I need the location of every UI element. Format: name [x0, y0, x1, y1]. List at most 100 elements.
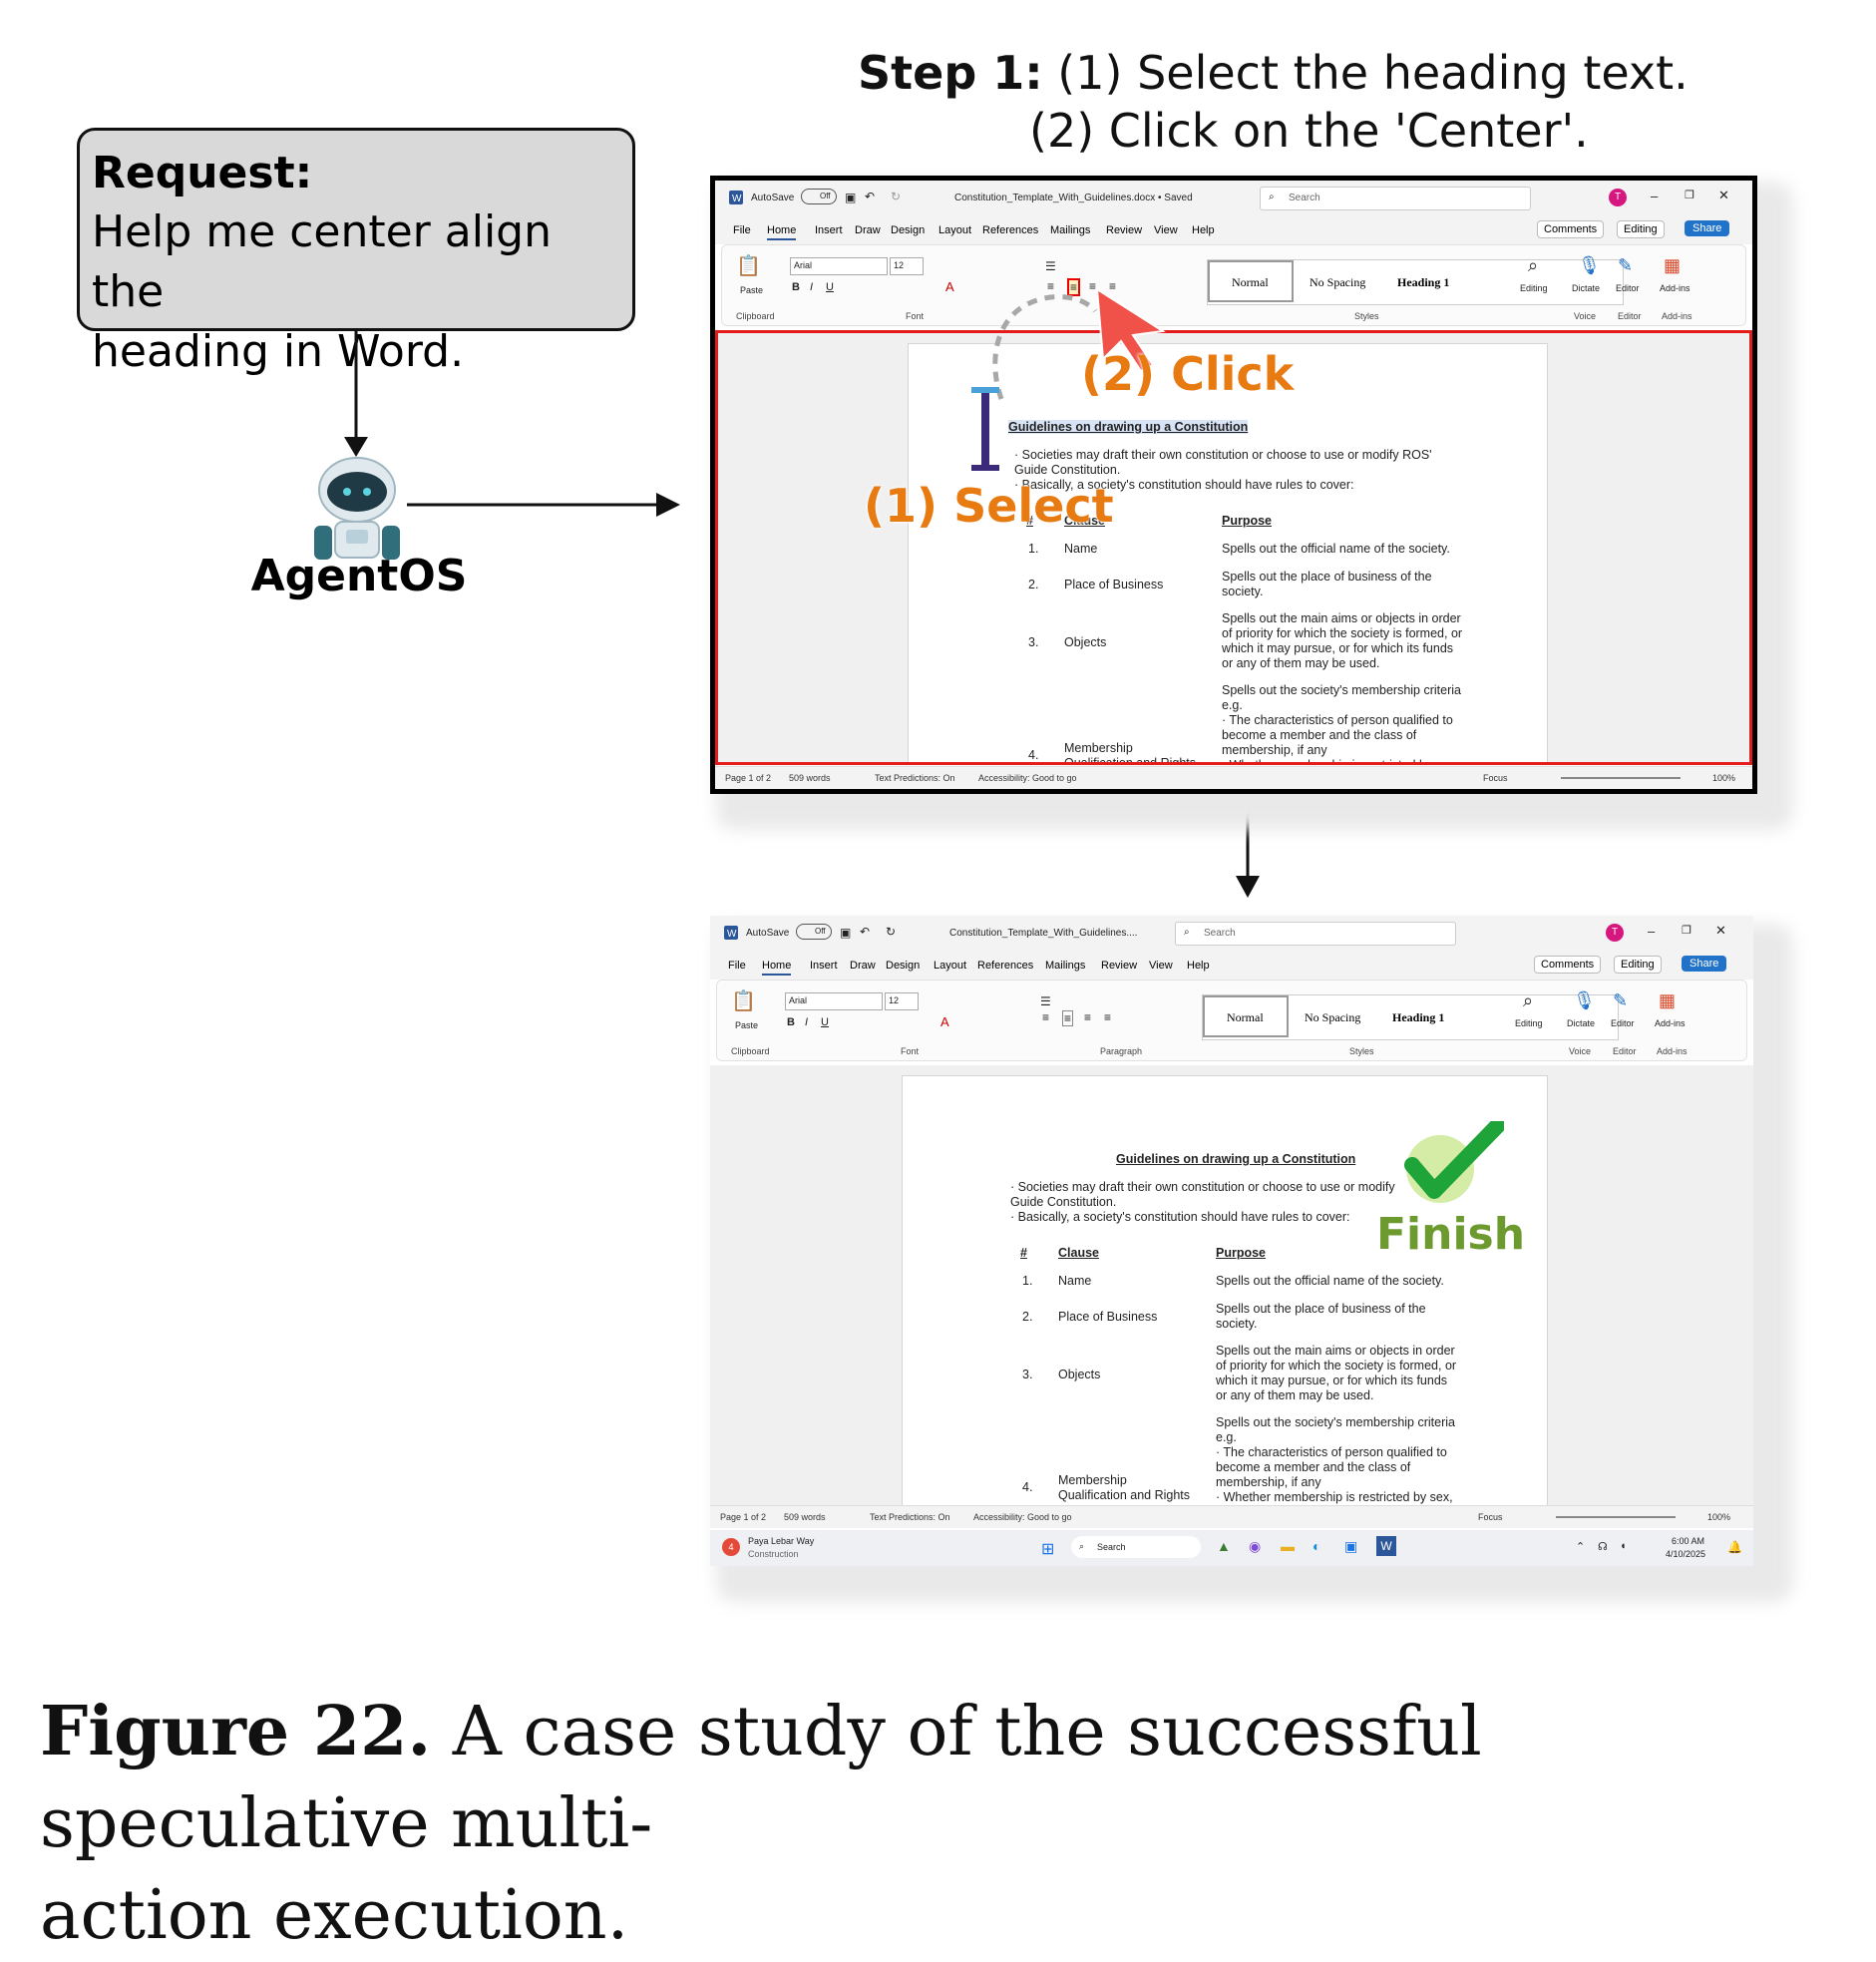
tab-mailings-2[interactable]: Mailings: [1045, 960, 1086, 972]
word-taskbar-icon[interactable]: W: [1376, 1536, 1396, 1556]
tab-references-2[interactable]: References: [977, 960, 1034, 972]
status-zoom[interactable]: 100%: [1712, 773, 1736, 783]
tab-draw[interactable]: Draw: [855, 224, 881, 236]
avatar[interactable]: T: [1609, 189, 1627, 206]
status-focus[interactable]: Focus: [1483, 773, 1508, 783]
share-button[interactable]: Share: [1685, 220, 1730, 236]
taskbar-date[interactable]: 4/10/2025: [1666, 1549, 1706, 1559]
microphone-icon-2[interactable]: 🎙: [1573, 990, 1596, 1010]
style-normal[interactable]: Normal: [1232, 275, 1269, 289]
microphone-icon[interactable]: 🎙: [1578, 255, 1601, 275]
bullets-icon-2[interactable]: ☰: [1040, 994, 1051, 1008]
redo-icon[interactable]: ↻: [891, 190, 902, 203]
font-name-box-2[interactable]: Arial: [785, 992, 883, 1010]
status-words[interactable]: 509 words: [789, 773, 831, 783]
editing-mode-button-2[interactable]: Editing: [1614, 956, 1662, 974]
editing-tool-label-2[interactable]: Editing: [1515, 1018, 1543, 1028]
save-icon-2[interactable]: ▣: [840, 926, 852, 940]
paste-label[interactable]: Paste: [740, 285, 764, 295]
paste-icon-2[interactable]: 📋: [731, 990, 756, 1012]
tab-help[interactable]: Help: [1192, 224, 1215, 236]
zoom-slider-2[interactable]: [1556, 1516, 1676, 1518]
redo-icon-2[interactable]: ↻: [886, 925, 897, 939]
underline-icon-2[interactable]: U: [821, 1016, 829, 1028]
status-accessibility-2[interactable]: Accessibility: Good to go: [973, 1512, 1072, 1522]
tab-references[interactable]: References: [982, 224, 1039, 236]
font-size-box-2[interactable]: 12: [885, 992, 919, 1010]
search-box[interactable]: ⌕ Search: [1260, 187, 1531, 210]
style-heading-1-2[interactable]: Heading 1: [1392, 1010, 1445, 1024]
status-predictions[interactable]: Text Predictions: On: [875, 773, 955, 783]
taskbar-location[interactable]: Paya Lebar Way: [748, 1536, 815, 1546]
underline-icon[interactable]: U: [826, 281, 834, 293]
align-center-icon-2[interactable]: ≡: [1062, 1010, 1074, 1026]
tab-view-2[interactable]: View: [1149, 960, 1173, 972]
comments-button[interactable]: Comments: [1537, 220, 1605, 238]
close-icon-2[interactable]: ✕: [1715, 923, 1726, 938]
avatar-2[interactable]: T: [1606, 924, 1624, 942]
close-icon[interactable]: ✕: [1718, 188, 1729, 202]
tab-insert[interactable]: Insert: [815, 224, 843, 236]
tab-mailings[interactable]: Mailings: [1050, 224, 1091, 236]
tab-layout[interactable]: Layout: [938, 224, 972, 236]
status-focus-2[interactable]: Focus: [1478, 1512, 1503, 1522]
taskbar-search[interactable]: ⌕ Search: [1071, 1536, 1201, 1558]
maximize-icon-2[interactable]: ❐: [1682, 925, 1691, 937]
status-zoom-2[interactable]: 100%: [1707, 1512, 1731, 1522]
share-button-2[interactable]: Share: [1682, 956, 1727, 972]
editor-icon[interactable]: ✎: [1618, 255, 1634, 275]
paste-icon[interactable]: 📋: [736, 255, 761, 277]
italic-icon[interactable]: I: [810, 281, 814, 293]
style-normal-box[interactable]: [1208, 260, 1294, 302]
weather-badge[interactable]: 4: [722, 1538, 740, 1556]
folder-icon[interactable]: ▬: [1281, 1538, 1295, 1554]
taskbar-time[interactable]: 6:00 AM: [1672, 1536, 1705, 1546]
autosave-toggle-2[interactable]: Off: [796, 924, 832, 940]
italic-icon-2[interactable]: I: [805, 1016, 809, 1028]
style-no-spacing[interactable]: No Spacing: [1310, 275, 1366, 289]
editing-tool-label[interactable]: Editing: [1520, 283, 1548, 293]
minimize-icon-2[interactable]: –: [1648, 924, 1656, 939]
store-icon[interactable]: ▣: [1344, 1538, 1358, 1554]
maximize-icon[interactable]: ❐: [1685, 190, 1694, 201]
tab-insert-2[interactable]: Insert: [810, 960, 838, 972]
font-size-box[interactable]: 12: [890, 257, 924, 275]
tab-review[interactable]: Review: [1106, 224, 1143, 236]
style-no-spacing-2[interactable]: No Spacing: [1305, 1010, 1361, 1024]
bullets-icon[interactable]: ☰: [1045, 259, 1056, 273]
font-color-icon[interactable]: A: [945, 279, 954, 294]
copilot-icon[interactable]: ◉: [1249, 1538, 1262, 1554]
tab-view[interactable]: View: [1154, 224, 1178, 236]
style-heading-1[interactable]: Heading 1: [1397, 275, 1450, 289]
tab-home[interactable]: Home: [767, 224, 797, 240]
tab-draw-2[interactable]: Draw: [850, 960, 876, 972]
save-icon[interactable]: ▣: [845, 191, 857, 204]
addins-label[interactable]: Add-ins: [1660, 283, 1690, 293]
tab-file[interactable]: File: [733, 224, 751, 236]
undo-icon-2[interactable]: ↶: [860, 925, 871, 939]
editor-label[interactable]: Editor: [1616, 283, 1640, 293]
tab-design-2[interactable]: Design: [886, 960, 921, 972]
tab-design[interactable]: Design: [891, 224, 926, 236]
autosave-toggle[interactable]: Off: [801, 189, 837, 204]
tab-file-2[interactable]: File: [728, 960, 746, 972]
tab-review-2[interactable]: Review: [1101, 960, 1138, 972]
align-right-icon-2[interactable]: ≡: [1084, 1010, 1092, 1024]
align-right-icon[interactable]: ≡: [1089, 279, 1097, 293]
bold-icon-2[interactable]: B: [787, 1016, 795, 1028]
align-left-icon-2[interactable]: ≡: [1042, 1010, 1050, 1024]
align-center-icon[interactable]: ≡: [1067, 278, 1081, 296]
document-title-2[interactable]: Constitution_Template_With_Guidelines...…: [949, 928, 1138, 939]
status-page[interactable]: Page 1 of 2: [725, 773, 772, 783]
doc-heading[interactable]: Guidelines on drawing up a Constitution: [1008, 420, 1249, 434]
app-icon-1[interactable]: ▲: [1217, 1538, 1231, 1554]
addins-label-2[interactable]: Add-ins: [1655, 1018, 1686, 1028]
status-words-2[interactable]: 509 words: [784, 1512, 826, 1522]
search-box-2[interactable]: ⌕ Search: [1175, 922, 1456, 946]
bold-icon[interactable]: B: [792, 281, 800, 293]
doc-heading-centered[interactable]: Guidelines on drawing up a Constitution: [1116, 1152, 1356, 1166]
dictate-label-2[interactable]: Dictate: [1567, 1018, 1596, 1028]
undo-icon[interactable]: ↶: [865, 190, 876, 203]
find-icon-2[interactable]: ⌕: [1523, 990, 1534, 1010]
justify-icon[interactable]: ≡: [1109, 279, 1117, 293]
